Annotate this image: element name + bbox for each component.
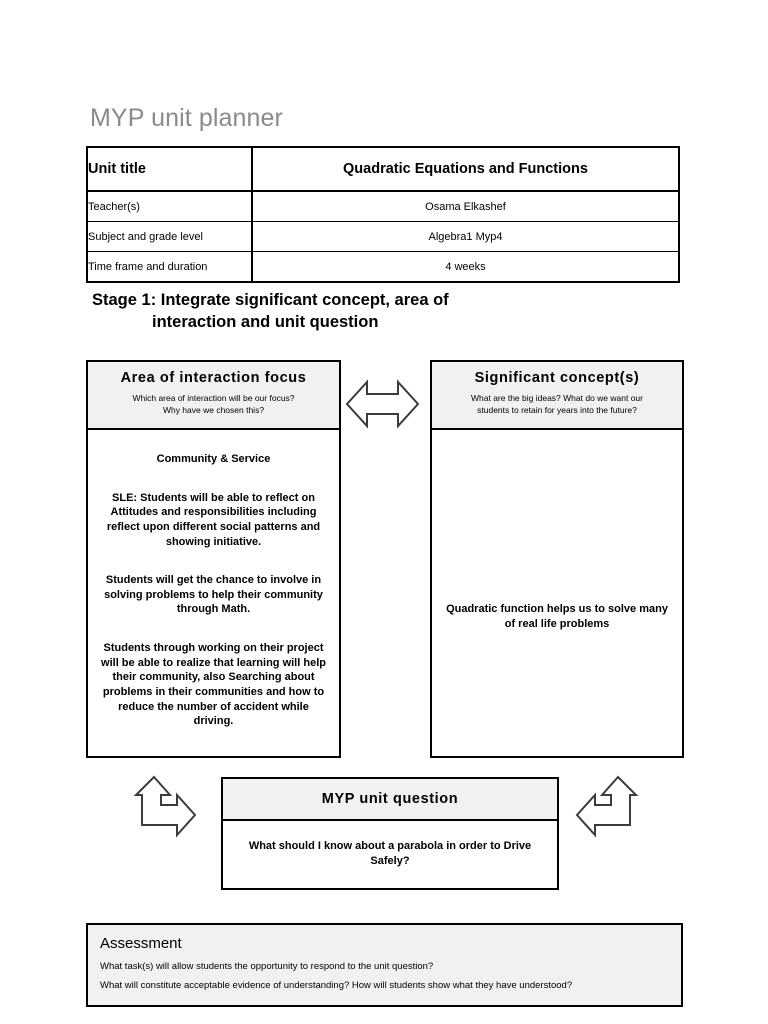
- unit-info-table: Unit title Quadratic Equations and Funct…: [86, 146, 680, 283]
- stage-1-heading: Stage 1: Integrate significant concept, …: [92, 290, 652, 334]
- unit-title-value: Quadratic Equations and Functions: [251, 146, 680, 192]
- unit-question-text: What should I know about a parabola in o…: [248, 840, 532, 868]
- bent-arrow-up-right-icon: [132, 769, 202, 841]
- area-of-interaction-prompt-line-1: Which area of interaction will be our fo…: [132, 393, 295, 403]
- area-of-interaction-title: Area of interaction focus: [120, 370, 307, 386]
- significant-concept-title: Significant concept(s): [474, 370, 640, 386]
- time-frame-label: Time frame and duration: [86, 251, 253, 283]
- significant-concept-prompt-line-2: students to retain for years into the fu…: [477, 405, 637, 416]
- significant-concept-prompt: What are the big ideas? What do we want …: [432, 392, 682, 417]
- area-of-interaction-paragraph-2: Students will get the chance to involve …: [104, 574, 323, 616]
- area-of-interaction-prompt-line-2: Why have we chosen this?: [162, 405, 265, 416]
- area-of-interaction-body: Community & Service SLE: Students will b…: [88, 430, 339, 739]
- assessment-prompt-2: What will constitute acceptable evidence…: [100, 980, 573, 992]
- stage-heading-line-2: interaction and unit question: [152, 312, 379, 331]
- time-frame-value: 4 weeks: [251, 251, 680, 283]
- table-row: Unit title Quadratic Equations and Funct…: [86, 146, 680, 192]
- subject-grade-label: Subject and grade level: [86, 221, 253, 252]
- unit-title-label: Unit title: [86, 146, 253, 192]
- area-of-interaction-paragraph-1: SLE: Students will be able to reflect on…: [106, 491, 321, 548]
- bent-arrow-up-left-icon: [570, 769, 640, 841]
- area-of-interaction-prompt: Which area of interaction will be our fo…: [88, 392, 339, 417]
- significant-concept-body: Quadratic function helps us to solve man…: [432, 430, 682, 641]
- area-of-interaction-box: Area of interaction focus Which area of …: [86, 360, 341, 758]
- subject-grade-value: Algebra1 Myp4: [251, 221, 680, 252]
- page-title: MYP unit planner: [90, 104, 283, 132]
- assessment-prompt-1: What task(s) will allow students the opp…: [100, 961, 434, 972]
- assessment-title: Assessment: [100, 935, 182, 952]
- table-row: Teacher(s) Osama Elkashef: [86, 190, 680, 222]
- unit-question-box: MYP unit question What should I know abo…: [221, 777, 559, 890]
- assessment-box: Assessment What task(s) will allow stude…: [86, 923, 683, 1007]
- table-row: Subject and grade level Algebra1 Myp4: [86, 221, 680, 252]
- stage-heading-line-1: Stage 1: Integrate significant concept, …: [92, 291, 449, 309]
- teachers-value: Osama Elkashef: [251, 190, 680, 222]
- unit-question-title: MYP unit question: [223, 779, 557, 821]
- table-row: Time frame and duration 4 weeks: [86, 251, 680, 283]
- significant-concept-text: Quadratic function helps us to solve man…: [446, 603, 668, 630]
- area-of-interaction-header: Area of interaction focus Which area of …: [88, 362, 339, 430]
- area-of-interaction-paragraph-3: Students through working on their projec…: [101, 642, 326, 728]
- significant-concept-box: Significant concept(s) What are the big …: [430, 360, 684, 758]
- double-headed-horizontal-arrow-icon: [345, 378, 420, 430]
- area-of-interaction-subheading: Community & Service: [156, 453, 271, 465]
- teachers-label: Teacher(s): [86, 190, 253, 222]
- significant-concept-header: Significant concept(s) What are the big …: [432, 362, 682, 430]
- significant-concept-prompt-line-1: What are the big ideas? What do we want …: [471, 393, 643, 403]
